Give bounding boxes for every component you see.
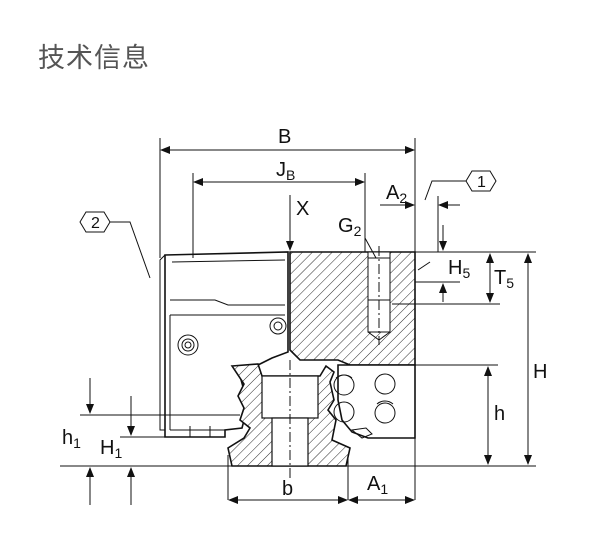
svg-text:1: 1 (477, 174, 486, 191)
dim-A2-label: A2 (386, 182, 407, 206)
carriage-housing (159, 251, 289, 438)
dim-G2-label: G2 (338, 215, 362, 239)
ball-bearings (333, 373, 396, 424)
seal-screw-icon (269, 317, 287, 335)
dim-B-label: B (278, 126, 291, 148)
dim-A1-label: A1 (367, 473, 388, 497)
lube-nipple-icon (177, 334, 199, 356)
dim-H1-label: H1 (100, 437, 122, 461)
dim-H5-label: H5 (448, 257, 470, 281)
rail-mounting-hole (261, 360, 319, 478)
dim-h-label: h (494, 403, 505, 425)
axis-X-label: X (296, 198, 309, 220)
callout-1: 1 (424, 170, 497, 201)
tapped-hole (367, 246, 391, 345)
dim-H-label: H (533, 361, 547, 383)
carriage-section-hatched (289, 251, 416, 366)
svg-text:2: 2 (91, 215, 100, 232)
dim-JB-label: JB (276, 159, 295, 183)
dim-h1-label: h1 (62, 427, 81, 451)
page-title: 技术信息 (38, 43, 150, 74)
callout-2: 2 (79, 211, 151, 279)
dim-b-label: b (282, 478, 293, 500)
dim-T5-label: T5 (494, 267, 514, 291)
